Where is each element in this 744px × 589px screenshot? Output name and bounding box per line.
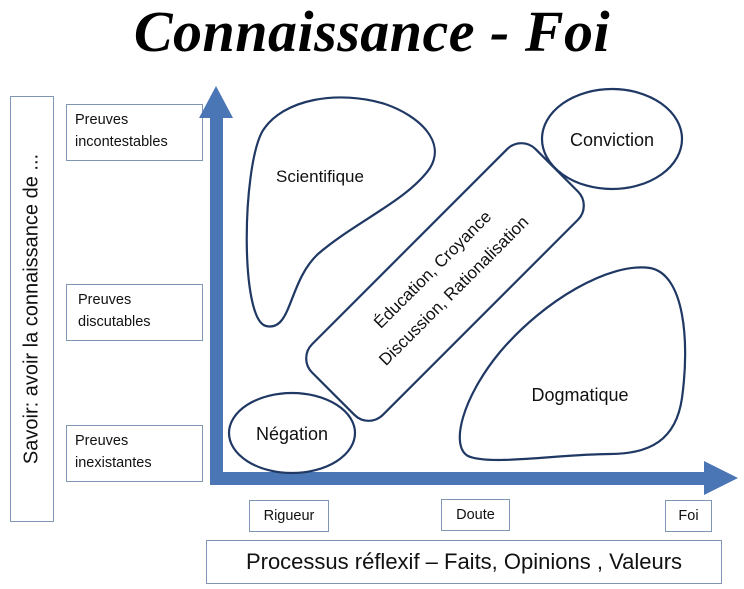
y-level-line2: inexistantes [75, 455, 152, 471]
x-level-rigueur: Rigueur [249, 500, 329, 532]
region-dogmatique [458, 266, 687, 462]
y-level-line2: discutables [78, 314, 151, 330]
label-conviction: Conviction [570, 130, 654, 150]
y-axis-arrow [199, 86, 233, 484]
y-level-line1: Preuves [75, 433, 129, 449]
y-level-line1: Preuves [78, 292, 132, 308]
label-dogmatique: Dogmatique [531, 385, 628, 405]
x-axis-arrow [210, 461, 738, 495]
region-scientifique [245, 96, 436, 328]
x-axis-label: Processus réflexif – Faits, Opinions , V… [206, 540, 722, 584]
region-conviction [540, 87, 684, 191]
y-level-discutables: Preuves discutables [66, 284, 203, 341]
y-axis-label-box: Savoir: avoir la connaissance de ... [10, 96, 54, 522]
y-level-line2: incontestables [75, 134, 168, 150]
y-level-inexistantes: Preuves inexistantes [66, 425, 203, 482]
label-negation: Négation [256, 424, 328, 444]
y-level-line1: Preuves [75, 112, 129, 128]
label-scientifique: Scientifique [276, 167, 364, 186]
region-negation [227, 391, 357, 475]
diagram-title: Connaissance - Foi [133, 0, 611, 64]
x-level-doute: Doute [441, 499, 510, 531]
x-level-foi: Foi [665, 500, 712, 532]
y-level-incontestables: Preuves incontestables [66, 104, 203, 161]
